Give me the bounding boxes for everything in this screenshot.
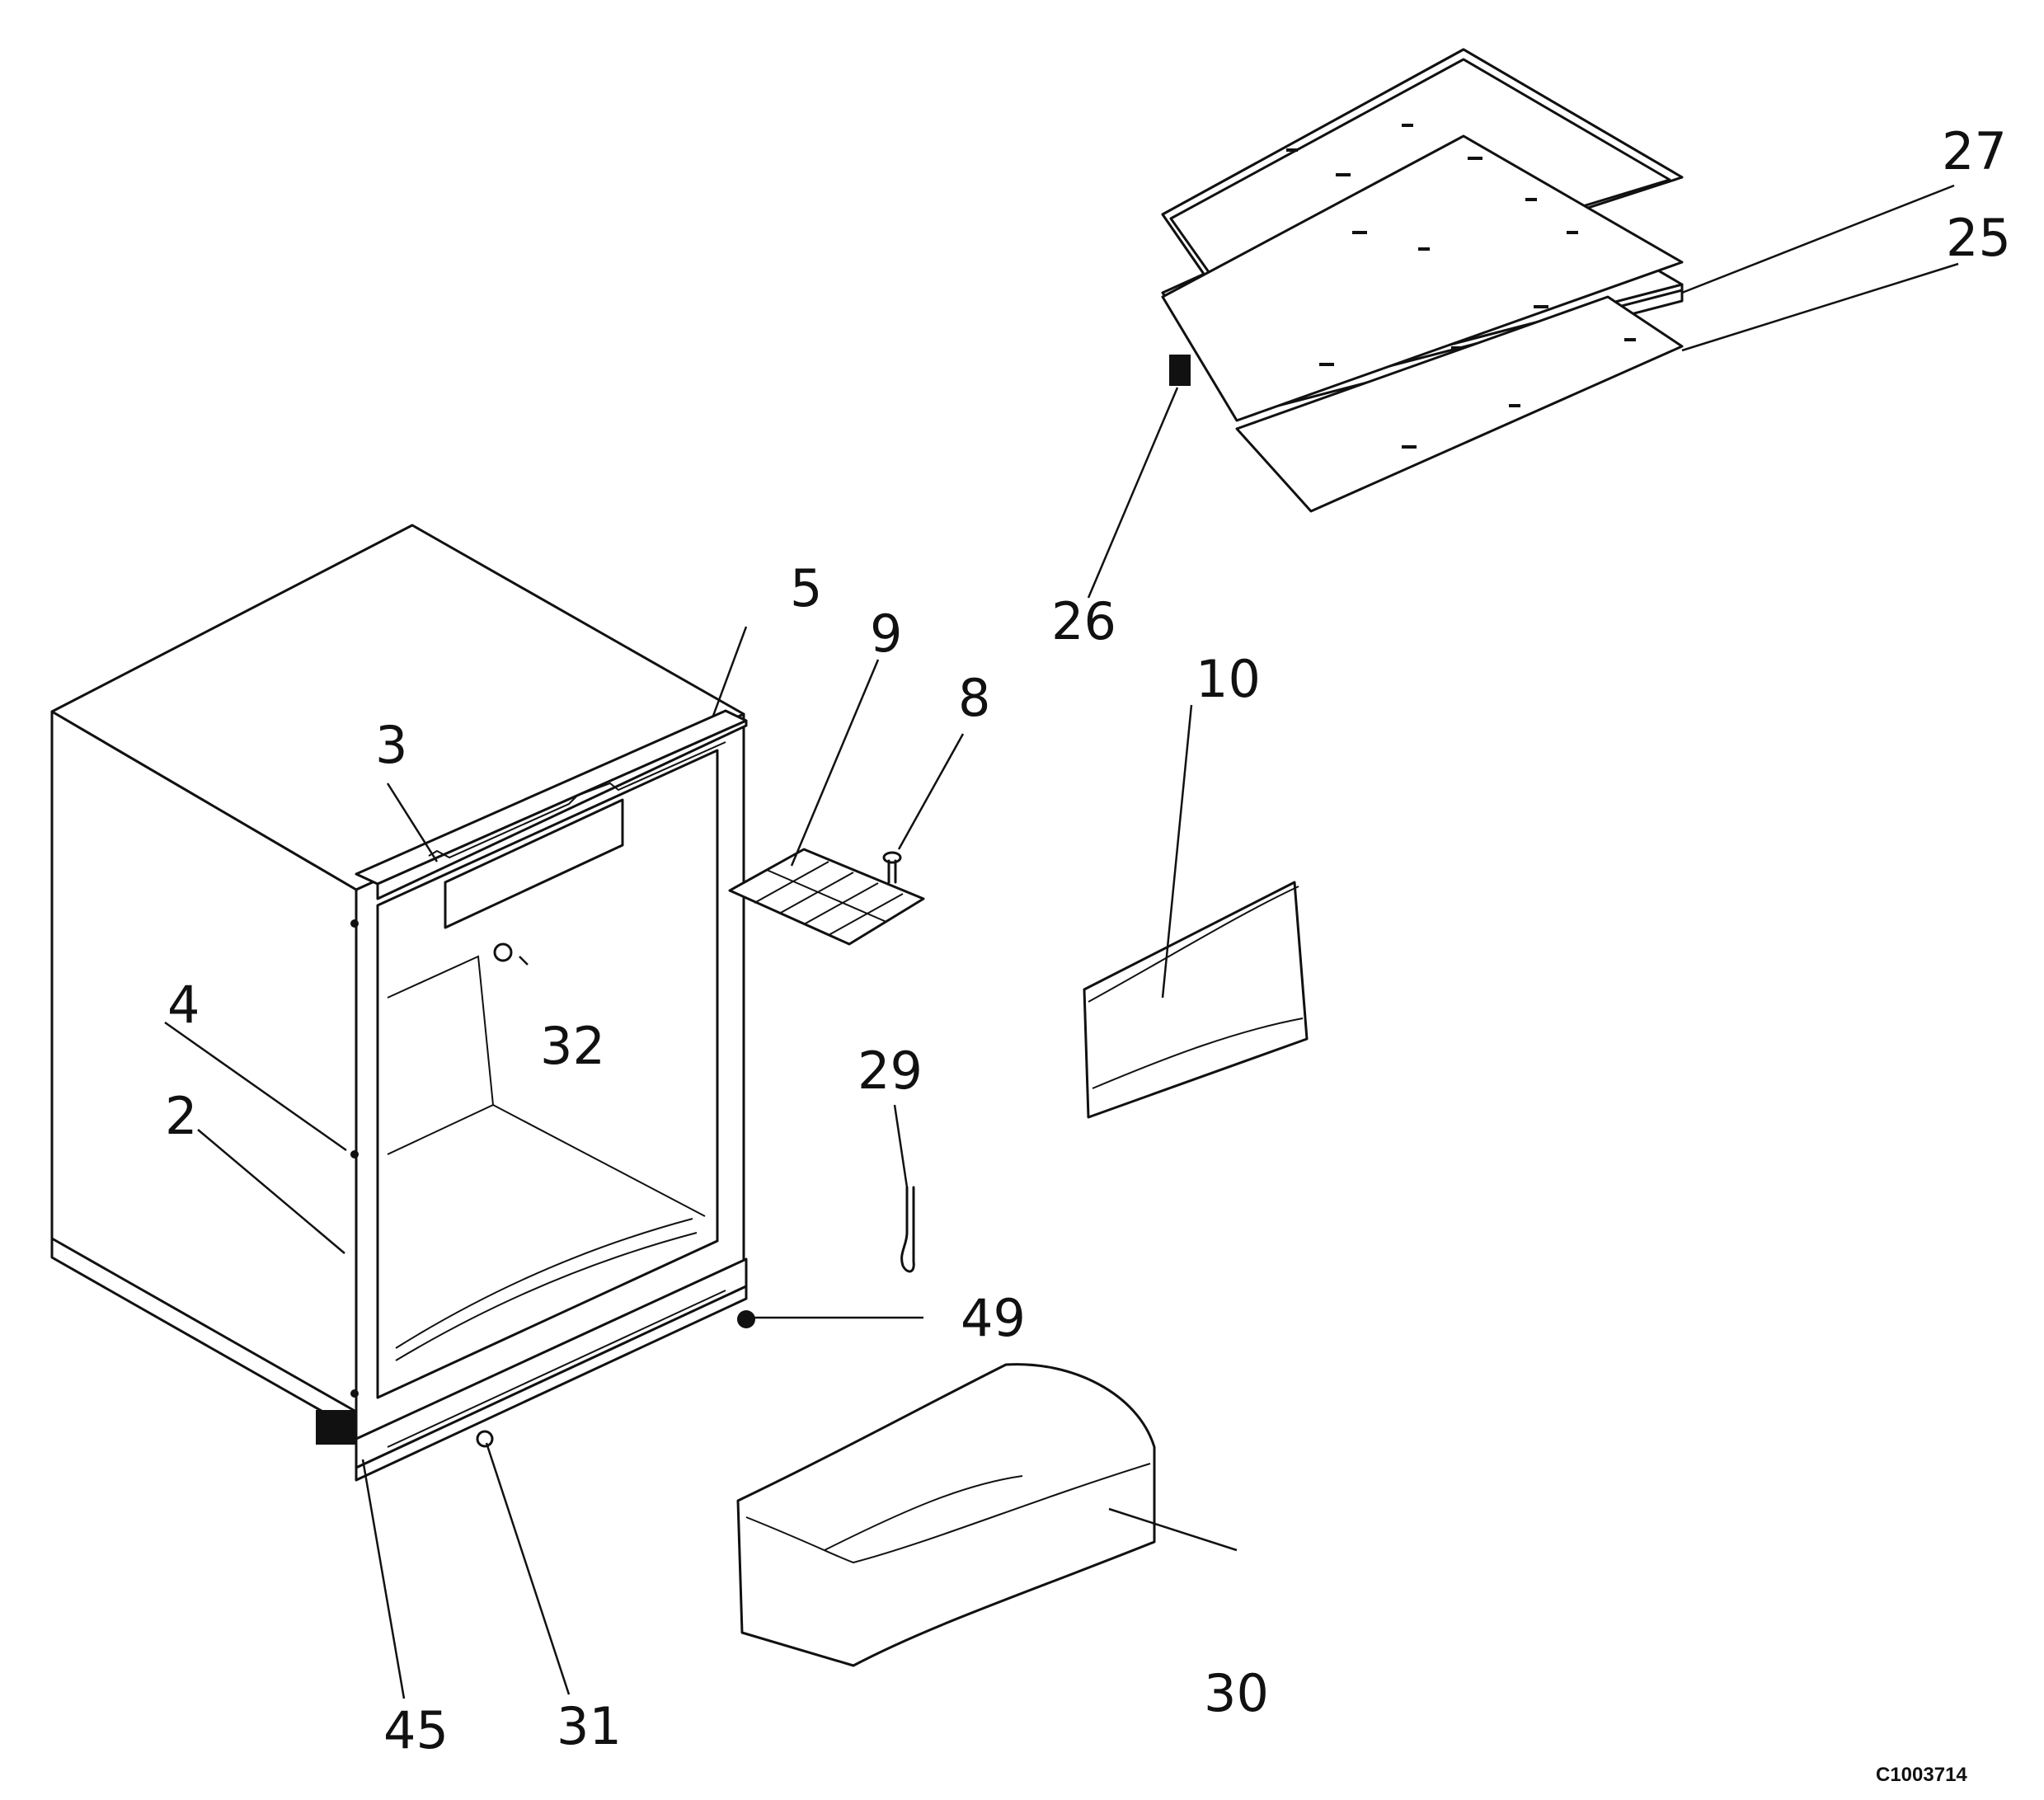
callout-4: 4	[167, 975, 200, 1035]
callout-26: 26	[1051, 591, 1116, 651]
glass-shelves	[1161, 48, 1684, 513]
callout-31: 31	[557, 1696, 622, 1756]
bottom-grille	[355, 1257, 748, 1482]
leader-lines	[164, 184, 1959, 1699]
ice-tray	[728, 848, 925, 946]
callout-3: 3	[375, 715, 407, 775]
crisper-drawer	[736, 1363, 1156, 1667]
callout-27: 27	[1942, 121, 2007, 181]
callout-30: 30	[1204, 1663, 1269, 1723]
screw-49	[737, 1310, 755, 1328]
screw-32	[493, 942, 513, 962]
callout-45: 45	[383, 1700, 449, 1760]
callout-5: 5	[790, 558, 822, 618]
top-hinge-rail	[355, 709, 748, 929]
callout-10: 10	[1196, 649, 1261, 709]
crisper-cover	[1083, 881, 1309, 1119]
callout-9: 9	[870, 604, 902, 664]
screw-31	[476, 1430, 494, 1448]
callout-25: 25	[1946, 208, 2011, 268]
callout-2: 2	[165, 1086, 197, 1146]
document-id: C1003714	[1876, 1764, 1967, 1786]
thermostat-spring	[900, 1186, 915, 1273]
shelf-clip	[1169, 355, 1191, 386]
callout-32: 32	[540, 1016, 605, 1076]
callout-8: 8	[958, 668, 990, 728]
callout-29: 29	[858, 1041, 923, 1101]
plug	[882, 851, 902, 884]
callout-49: 49	[961, 1288, 1026, 1348]
